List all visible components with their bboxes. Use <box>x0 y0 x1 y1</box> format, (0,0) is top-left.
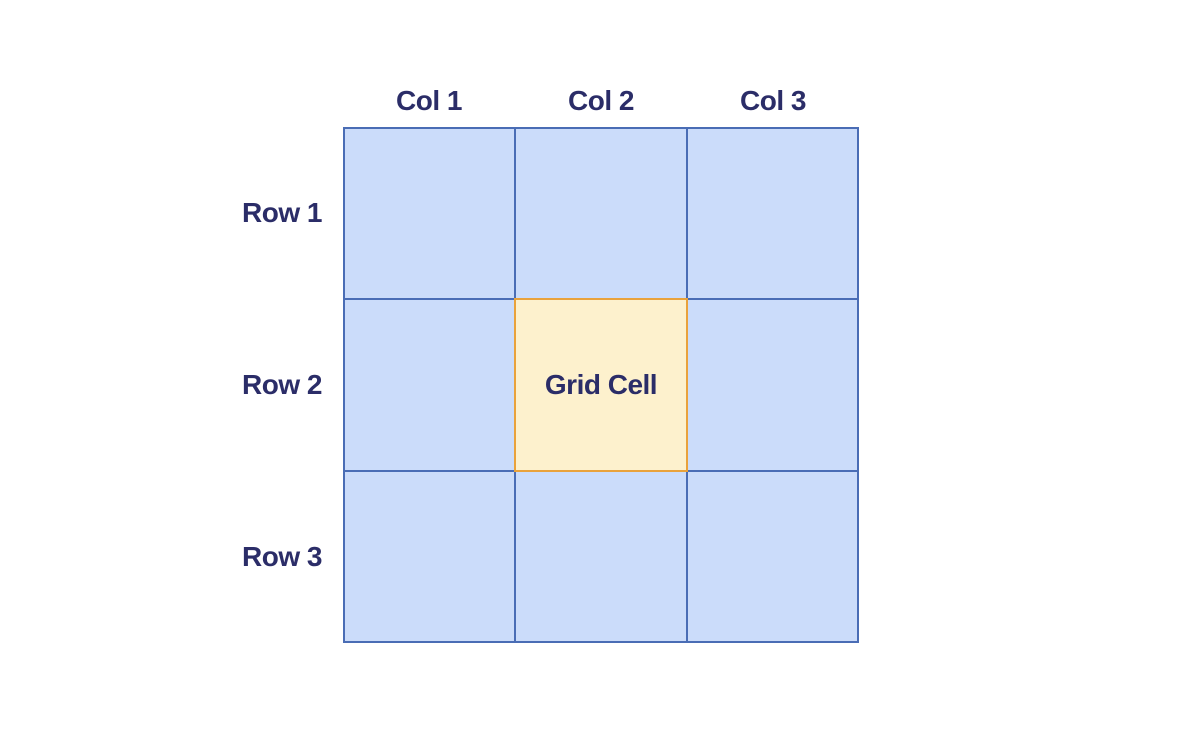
row-label-row1: Row 1 <box>242 197 322 228</box>
grid-cell-r1-c1 <box>345 129 515 299</box>
grid-cell-r2-c3 <box>687 300 857 470</box>
grid-body: Row 1 Row 2 Row 3 Grid Cell <box>220 127 859 643</box>
column-headers: Col 1 Col 2 Col 3 <box>343 80 859 127</box>
grid-cell-r2-c2-highlighted: Grid Cell <box>516 300 686 470</box>
column-header-col2: Col 2 <box>568 84 634 116</box>
grid-figure: Col 1 Col 2 Col 3 Row 1 Row 2 Row 3 Grid… <box>220 80 859 643</box>
grid-cell-r1-c2 <box>516 129 686 299</box>
row-label-row3: Row 3 <box>242 541 322 572</box>
grid-cell-r1-c3 <box>687 129 857 299</box>
grid-cell-r3-c1 <box>345 471 515 641</box>
grid-cell-r3-c3 <box>687 471 857 641</box>
grid-cell-r3-c2 <box>516 471 686 641</box>
grid-cell-r2-c1 <box>345 300 515 470</box>
row-label-row2: Row 2 <box>242 369 322 400</box>
grid-3x3: Grid Cell <box>343 127 859 643</box>
row-labels: Row 1 Row 2 Row 3 <box>220 127 343 643</box>
column-header-col1: Col 1 <box>396 84 462 116</box>
column-header-col3: Col 3 <box>740 84 806 116</box>
